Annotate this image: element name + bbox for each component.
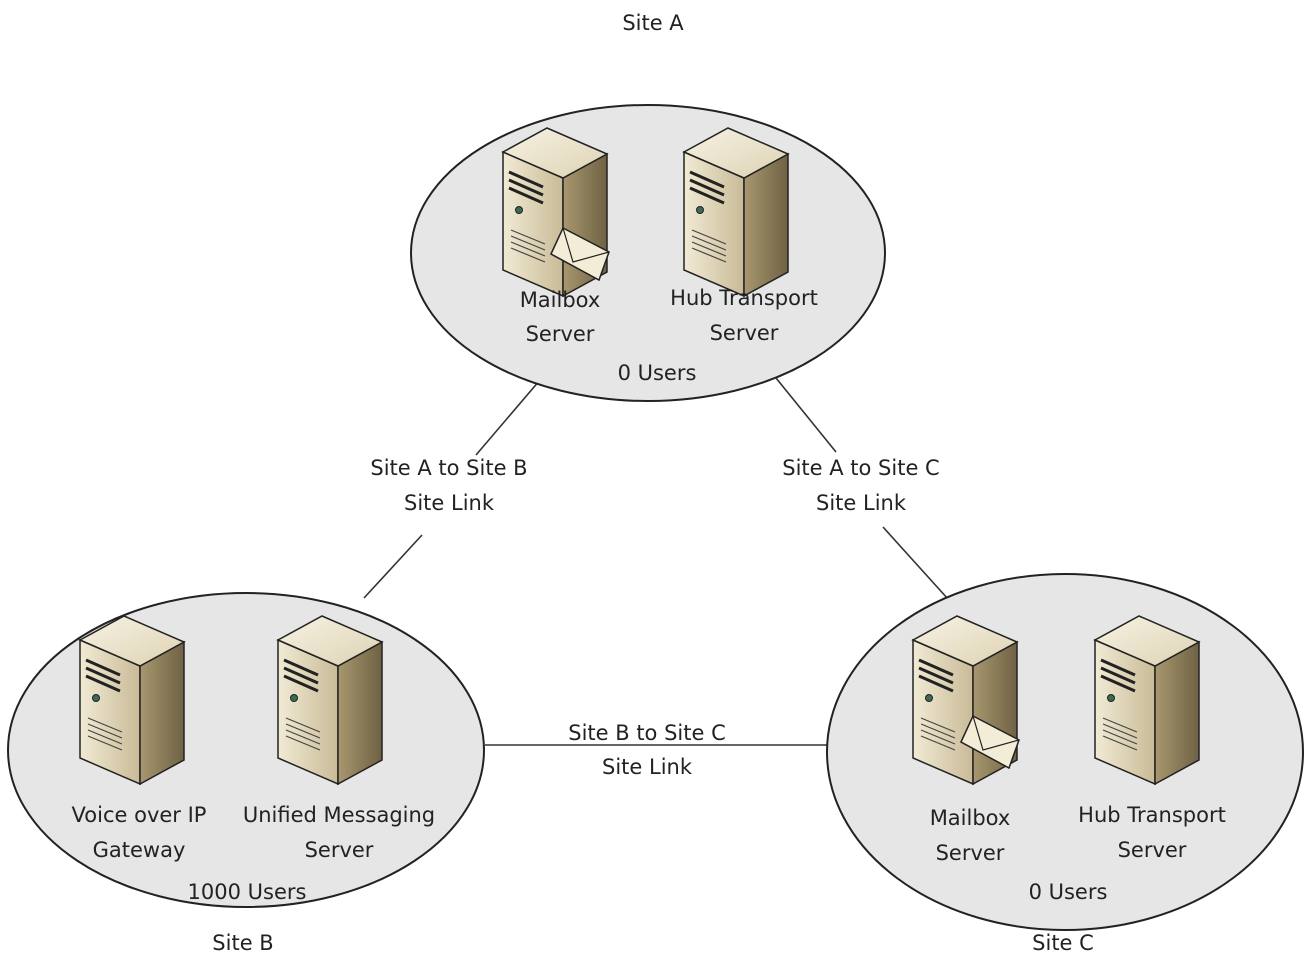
site-a-server-2-label-2: Server bbox=[710, 321, 779, 345]
site-a-server-1-label-2: Server bbox=[526, 322, 595, 346]
envelope-icon bbox=[550, 226, 610, 282]
site-a-name: Site A bbox=[622, 11, 684, 35]
site-b-server-2-label-2: Server bbox=[305, 838, 374, 862]
envelope-icon bbox=[960, 714, 1020, 770]
link-a-c-label-2: Site Link bbox=[816, 491, 907, 515]
link-a-b-label-2: Site Link bbox=[404, 491, 495, 515]
site-c-server-2-label: Hub Transport bbox=[1078, 803, 1226, 827]
site-b-user-count: 1000 Users bbox=[188, 880, 307, 904]
server-icon-site-b-2 bbox=[276, 615, 384, 786]
link-b-c-label-2: Site Link bbox=[602, 755, 693, 779]
site-c-name: Site C bbox=[1032, 931, 1094, 955]
site-c-user-count: 0 Users bbox=[1029, 880, 1108, 904]
link-a-c-label: Site A to Site C bbox=[782, 456, 939, 480]
link-a-b-label: Site A to Site B bbox=[370, 456, 527, 480]
link-line-a-c-lower bbox=[882, 526, 949, 600]
mailbox-server-icon-site-a-1 bbox=[501, 127, 610, 298]
link-line-a-b-lower bbox=[363, 534, 423, 599]
site-a-server-1-label: Mailbox bbox=[520, 288, 601, 312]
link-b-c-label: Site B to Site C bbox=[568, 721, 726, 745]
site-a-server-2-label: Hub Transport bbox=[670, 286, 818, 310]
link-line-a-b-upper bbox=[475, 379, 541, 456]
site-b-server-1-label-2: Gateway bbox=[93, 838, 186, 862]
site-b-name: Site B bbox=[212, 931, 273, 955]
mailbox-server-icon-site-c-1 bbox=[911, 615, 1020, 786]
server-icon-site-a-2 bbox=[682, 127, 790, 298]
site-c-boundary bbox=[826, 573, 1304, 931]
site-a-user-count: 0 Users bbox=[618, 361, 697, 385]
site-c-server-1-label: Mailbox bbox=[930, 806, 1011, 830]
server-icon-site-b-1 bbox=[78, 615, 186, 786]
site-b-server-2-label: Unified Messaging bbox=[243, 803, 435, 827]
site-c-server-1-label-2: Server bbox=[936, 841, 1005, 865]
site-a-boundary bbox=[410, 104, 886, 402]
link-line-a-c-upper bbox=[775, 377, 837, 453]
server-icon-site-c-2 bbox=[1093, 615, 1201, 786]
site-b-server-1-label: Voice over IP bbox=[72, 803, 207, 827]
site-c-server-2-label-2: Server bbox=[1118, 838, 1187, 862]
